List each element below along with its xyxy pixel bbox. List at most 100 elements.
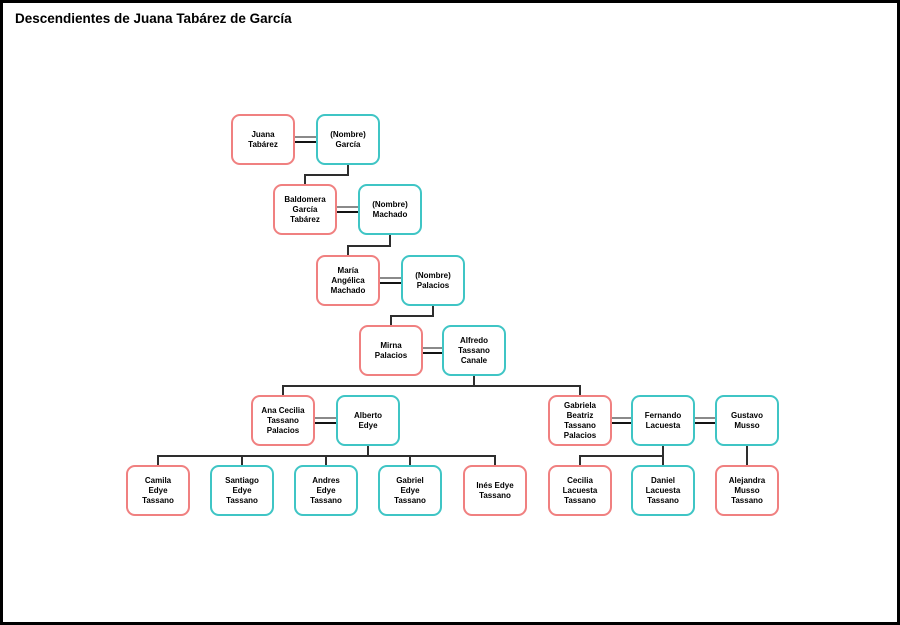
person-name-line: Edye: [316, 485, 336, 495]
person-name-line: García: [335, 139, 361, 149]
connector-segment-gustavo-to-alejandra: [746, 446, 748, 465]
connector-segment-garcia-to-baldomera: [347, 165, 349, 176]
connector-segment-fernando-to-lacuesta-children: [579, 455, 664, 457]
person-name-line: Tassano: [142, 495, 174, 505]
connector-segment-alberto-to-edye-children: [157, 455, 159, 465]
marriage-link: [337, 206, 358, 213]
person-name-line: Palacios: [416, 280, 450, 290]
person-name-line: Daniel: [650, 475, 675, 485]
person-name-line: Tassano: [564, 495, 596, 505]
person-name-line: Tassano: [458, 345, 490, 355]
person-name-line: Camila: [144, 475, 172, 485]
person-name-line: Alejandra: [728, 475, 766, 485]
person-name-line: Lacuesta: [645, 485, 681, 495]
connector-segment-alberto-to-edye-children: [367, 446, 369, 457]
person-name-line: María: [337, 265, 359, 275]
connector-segment-alberto-to-edye-children: [409, 455, 411, 465]
person-name-line: Tassano: [479, 490, 511, 500]
connector-segment-garcia-to-baldomera: [304, 174, 349, 176]
marriage-link: [423, 347, 442, 354]
person-name-line: Edye: [358, 420, 378, 430]
connector-segment-alfredo-to-daughters: [282, 385, 581, 387]
person-name-line: Cecilia: [567, 475, 593, 485]
person-name-line: Tassano: [226, 495, 258, 505]
person-name-line: Palacios: [266, 425, 300, 435]
connector-segment-palacios-to-mirna: [432, 306, 434, 317]
person-name-line: Inés Edye: [476, 480, 514, 490]
person-name-line: Tassano: [310, 495, 342, 505]
person-name-line: Baldomera: [284, 194, 326, 204]
connector-segment-machado-to-maria: [347, 245, 349, 255]
person-name-line: Tassano: [731, 495, 763, 505]
person-name-line: Palacios: [563, 430, 597, 440]
person-name-line: Canale: [460, 355, 488, 365]
person-name-line: Tassano: [564, 420, 596, 430]
connector-segment-machado-to-maria: [347, 245, 391, 247]
connector-segment-alberto-to-edye-children: [325, 455, 327, 465]
person-name-line: Mirna: [380, 340, 402, 350]
person-name-line: Gabriel: [396, 475, 424, 485]
connector-segment-alfredo-to-daughters: [579, 385, 581, 395]
person-node-nombre-garcia[interactable]: (Nombre)García: [316, 114, 380, 165]
connector-segment-palacios-to-mirna: [390, 315, 392, 325]
person-name-line: Lacuesta: [645, 420, 681, 430]
person-name-line: Musso: [734, 485, 760, 495]
person-name-line: Tassano: [647, 495, 679, 505]
person-name-line: Palacios: [374, 350, 408, 360]
connector-segment-fernando-to-lacuesta-children: [662, 446, 664, 457]
person-name-line: Beatriz: [566, 410, 594, 420]
person-name-line: Tassano: [267, 415, 299, 425]
person-name-line: Tabárez: [290, 214, 320, 224]
person-name-line: Musso: [734, 420, 760, 430]
connector-segment-alberto-to-edye-children: [241, 455, 243, 465]
person-name-line: Edye: [232, 485, 252, 495]
marriage-link: [380, 277, 401, 284]
person-name-line: Tassano: [394, 495, 426, 505]
person-name-line: García: [292, 204, 318, 214]
person-name-line: Machado: [372, 209, 408, 219]
connector-segment-alberto-to-edye-children: [494, 455, 496, 465]
person-name-line: Fernando: [644, 410, 682, 420]
person-name-line: Andres: [312, 475, 340, 485]
person-name-line: Gustavo: [730, 410, 763, 420]
connector-segment-machado-to-maria: [389, 235, 391, 247]
person-name-line: Santiago: [225, 475, 259, 485]
person-name-line: Angélica: [331, 275, 365, 285]
person-name-line: Machado: [330, 285, 366, 295]
person-name-line: Gabriela: [563, 400, 596, 410]
marriage-link: [695, 417, 715, 424]
person-node-nombre-machado[interactable]: (Nombre)Machado: [358, 184, 422, 235]
marriage-link: [295, 136, 316, 143]
person-name-line: Alberto: [354, 410, 382, 420]
marriage-link: [315, 417, 336, 424]
connector-segment-garcia-to-baldomera: [304, 174, 306, 184]
connector-segment-palacios-to-mirna: [390, 315, 434, 317]
person-node-nombre-palacios[interactable]: (Nombre)Palacios: [401, 255, 465, 306]
connector-segment-alfredo-to-daughters: [282, 385, 284, 395]
person-name-line: Lacuesta: [562, 485, 598, 495]
person-name-line: Juana: [251, 129, 275, 139]
marriage-link: [612, 417, 631, 424]
person-name-line: Edye: [148, 485, 168, 495]
connector-segment-alfredo-to-daughters: [473, 376, 475, 387]
person-name-line: Tabárez: [248, 139, 278, 149]
